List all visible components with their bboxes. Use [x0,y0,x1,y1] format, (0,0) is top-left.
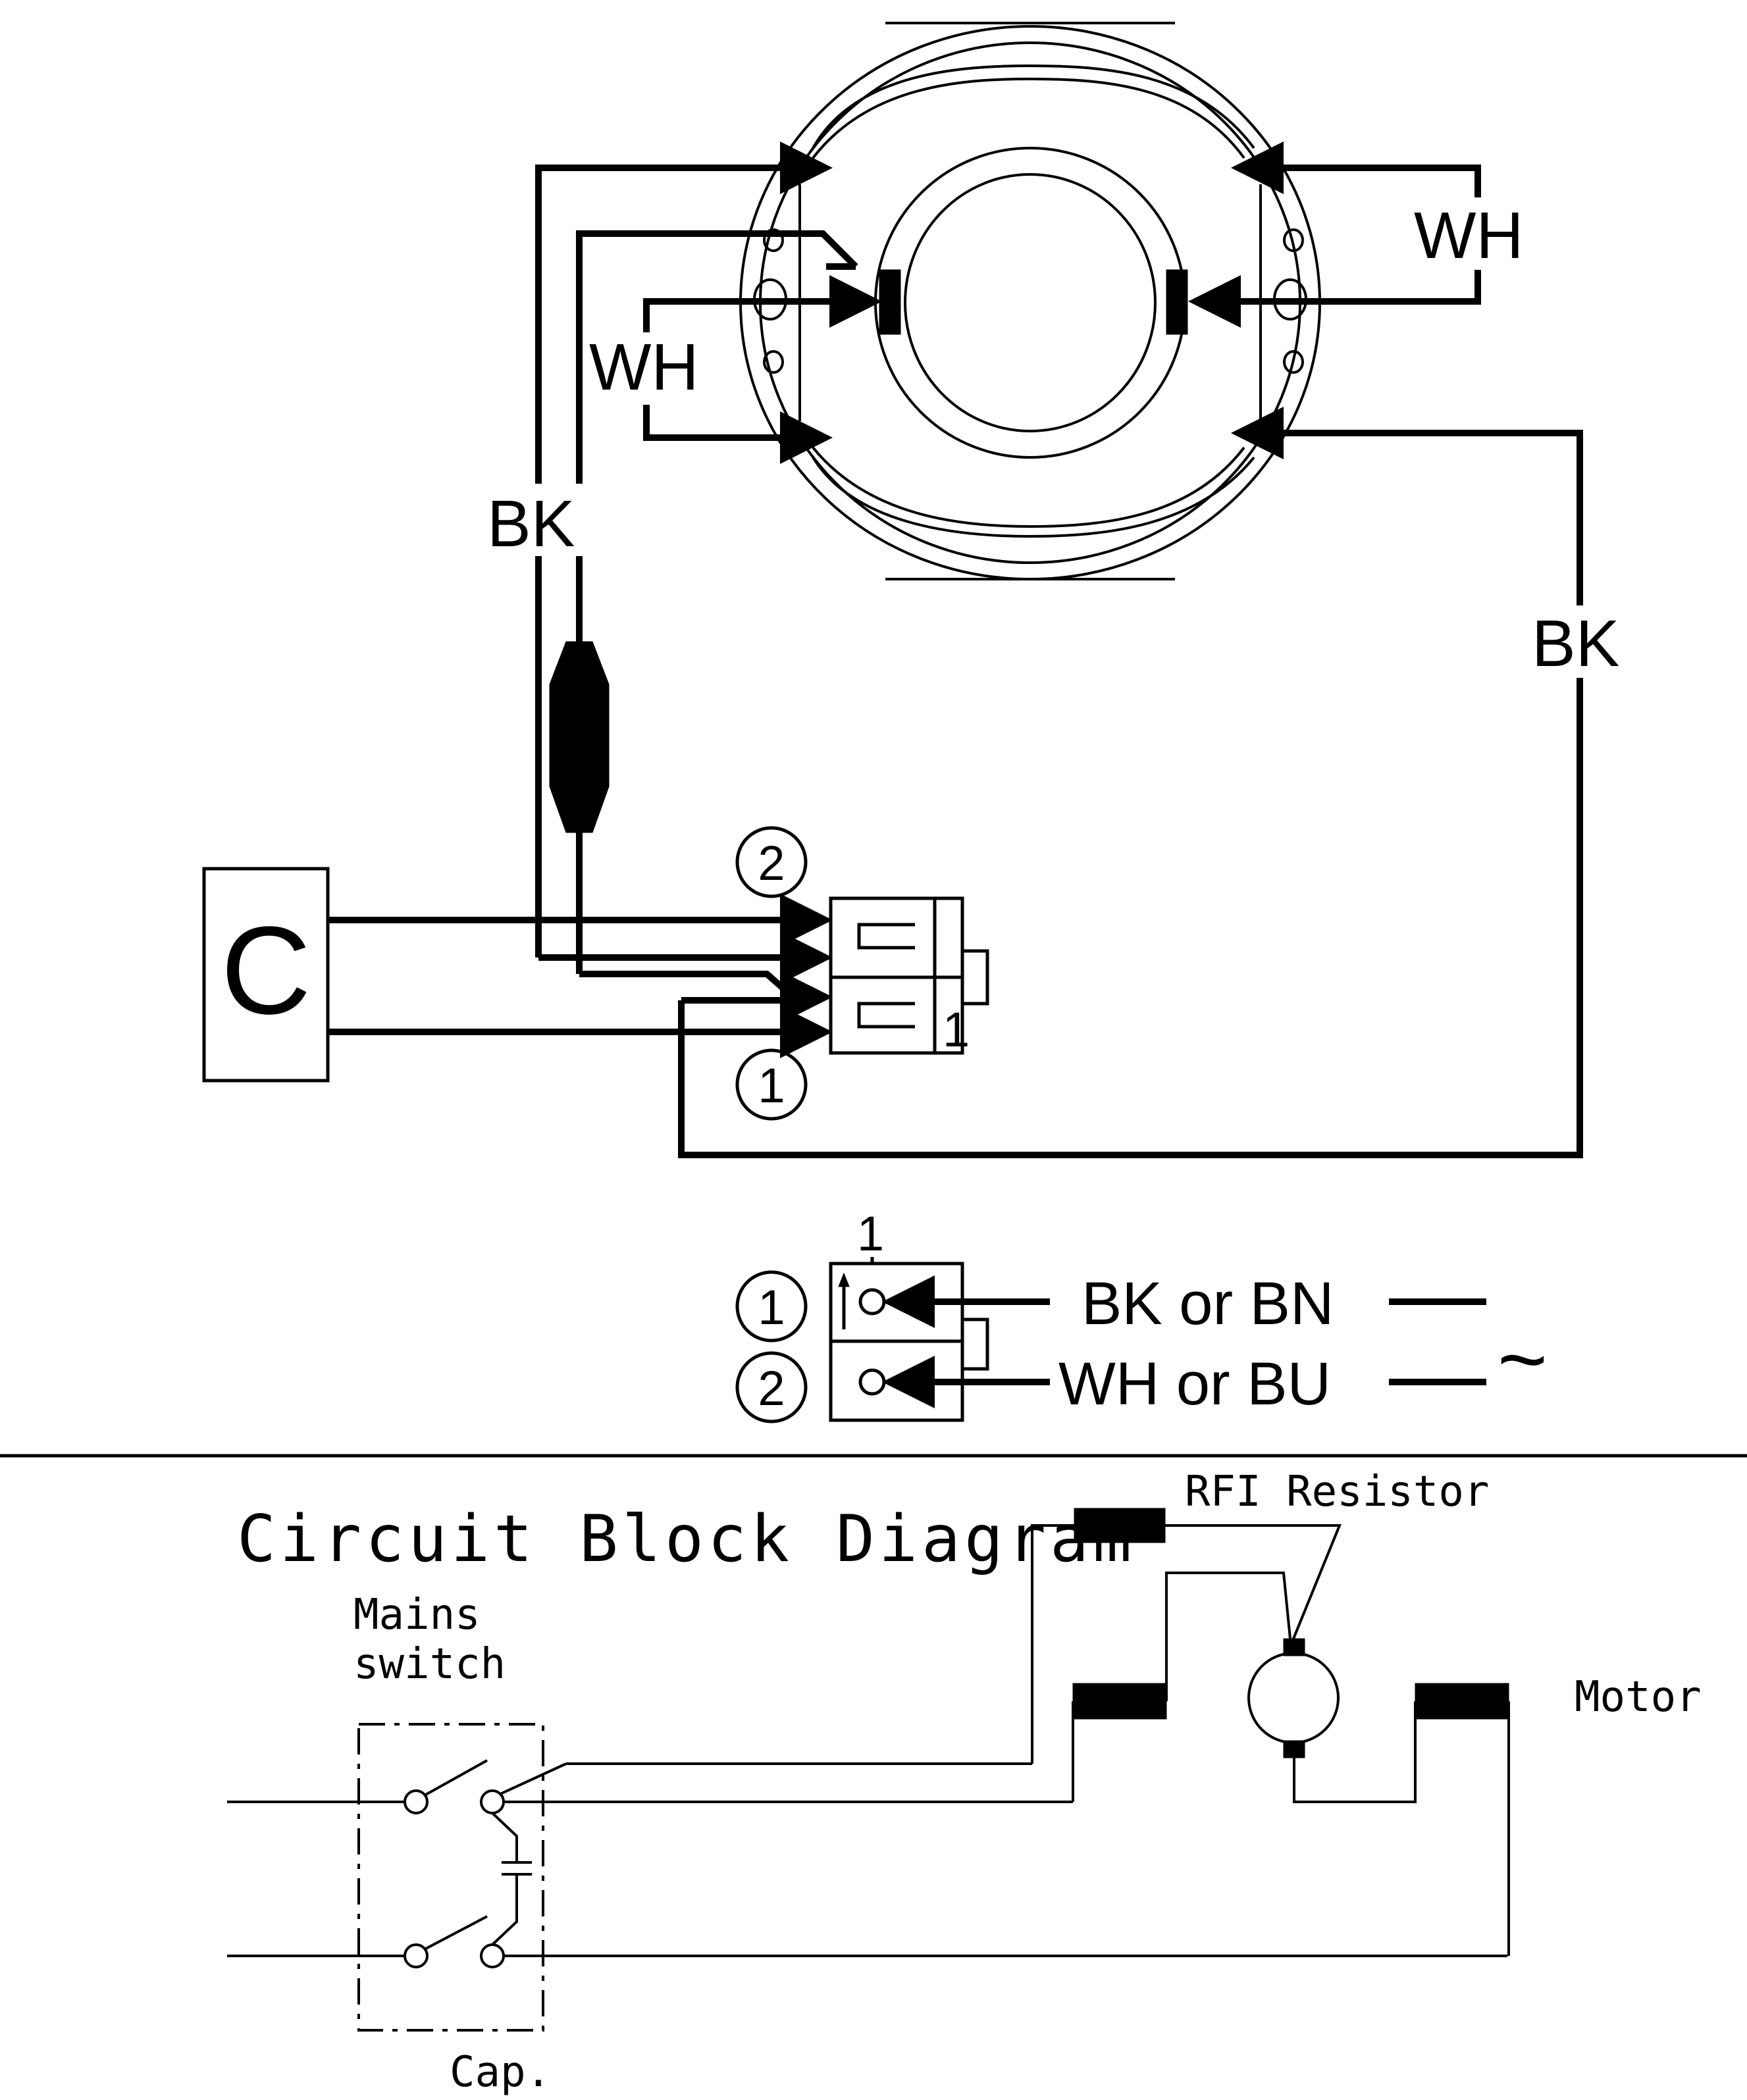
motor-rotor [874,147,1186,459]
cap-label: Cap. [450,2048,551,2097]
rfi-resistor-label: RFI Resistor [1185,1468,1489,1516]
label-bk-left: BK [487,487,575,561]
capacitor-box: C [202,867,330,1083]
svg-text:2: 2 [758,1361,785,1416]
legend-line1-label: BK or BN [1082,1270,1334,1337]
legend-switch-number: 1 [857,1206,884,1261]
label-wh-top: WH [1414,199,1524,272]
switch-pin-label: 1 [943,1002,970,1057]
switch-block: 1 [829,896,989,1057]
motor-label: Motor [1575,1673,1702,1722]
inline-fuse [549,641,610,833]
motor-symbol [1247,1652,1340,1744]
ac-symbol: ~ [1498,1311,1548,1407]
wire-harness [328,141,1583,1158]
legend-marker-2: 2 [735,1351,808,1423]
svg-text:1: 1 [758,1058,785,1113]
label-wh-left: WH [589,330,699,404]
legend-line2-label: WH or BU [1058,1350,1331,1418]
motor-brush-left [879,269,901,335]
mains-switch-label-1: Mains [353,1591,481,1639]
svg-text:2: 2 [758,836,785,890]
label-bk-right: BK [1532,607,1619,680]
legend-marker-1: 1 [735,1270,808,1343]
motor-brush-right [1166,269,1188,335]
capacitor-label: C [221,901,311,1040]
marker-1-top: 1 [735,1048,808,1121]
mains-switch-label-2: switch [353,1640,506,1689]
bk-wire-left [535,141,833,958]
circuit-block-diagram: Circuit Block Diagram Mains switch RFI R… [227,1468,1702,2097]
marker-2-top: 2 [735,826,808,898]
block-diagram-title: Circuit Block Diagram [237,1502,1135,1577]
connection-legend: 1 1 2 BK or BN WH or BU ~ [735,1206,1548,1423]
bk-wire-right [678,407,1583,1158]
svg-text:1: 1 [758,1280,785,1335]
